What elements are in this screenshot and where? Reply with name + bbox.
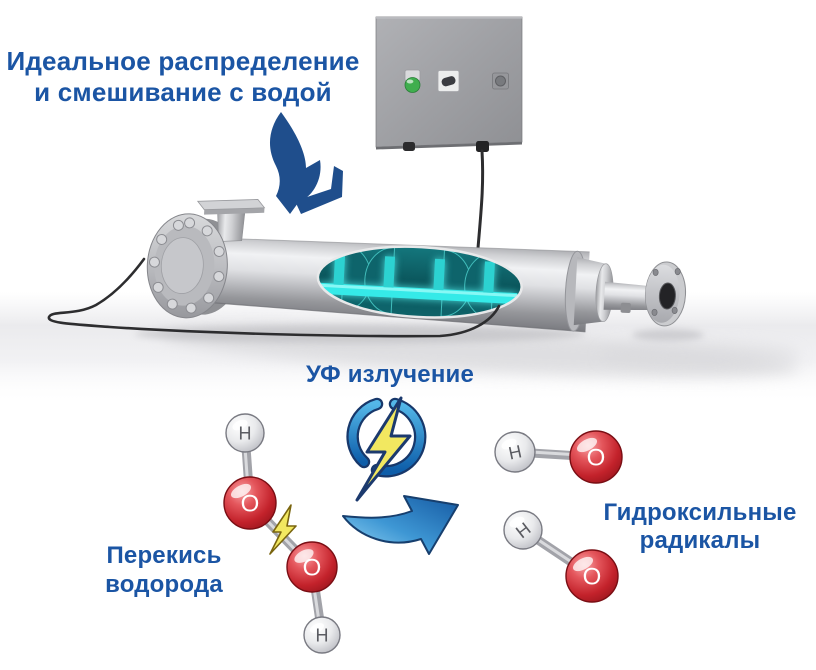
svg-text:H: H [507, 441, 524, 463]
power-cable-upper [476, 149, 485, 250]
power-button[interactable] [492, 72, 509, 90]
uv-flash-icon [346, 396, 427, 502]
hydrogen-atom: H [225, 413, 265, 453]
hydrogen-atom: H [494, 431, 536, 473]
selector-switch[interactable] [437, 70, 460, 92]
inlet-port [196, 199, 266, 242]
heading-label: Идеальное распределение и смешивание с в… [0, 46, 366, 108]
outlet-assembly [564, 250, 687, 332]
curved-down-arrow-icon [269, 112, 321, 214]
bond-break-flash-icon [269, 504, 297, 555]
floor-shadow [135, 325, 800, 379]
svg-text:H: H [316, 625, 329, 645]
mixing-arrow [269, 112, 343, 214]
svg-text:H: H [239, 423, 252, 443]
indicator-light[interactable] [404, 69, 421, 93]
hydroxyl-radical-2: H O [503, 510, 619, 603]
svg-text:O: O [583, 564, 602, 591]
h2o2-molecule: H O O H [223, 413, 341, 654]
flange-bolts [148, 217, 225, 314]
hydroxyl-radicals-label: Гидроксильные радикалы [588, 499, 812, 555]
inlet-flange [146, 213, 228, 319]
cable-gland [403, 142, 415, 151]
hydrogen-peroxide-line1: Перекись [106, 542, 222, 569]
lamp-cable [47, 257, 501, 338]
oxygen-atom: O [569, 430, 623, 484]
heading-line2: и смешивание с водой [34, 77, 332, 107]
oxygen-atom: O [286, 541, 338, 593]
hydrogen-atom: H [503, 510, 543, 550]
hydrogen-peroxide-line2: водорода [105, 571, 223, 598]
svg-text:O: O [241, 491, 260, 518]
oxygen-atom: O [223, 476, 277, 530]
uv-lamp-post [383, 256, 396, 288]
svg-text:O: O [587, 445, 606, 472]
uv-reactor-vessel [146, 199, 687, 333]
uv-lamp-post [333, 253, 346, 286]
hydrogen-peroxide-label: Перекись водорода [62, 541, 266, 599]
pipe-nub [620, 302, 631, 314]
hydrogen-atom: H [303, 616, 341, 654]
uv-radiation-label: УФ излучение [305, 361, 475, 388]
hydroxyl-radicals-line1: Гидроксильные [603, 499, 797, 526]
oxygen-atom: O [565, 549, 619, 603]
heading-line1: Идеальное распределение [6, 46, 360, 76]
reaction-arrow-icon [342, 495, 459, 555]
cutaway-window [316, 241, 524, 323]
outlet-pipe [603, 281, 650, 311]
uv-lamp-post [483, 261, 495, 293]
hydroxyl-radicals-line2: радикалы [639, 527, 761, 554]
svg-text:O: O [303, 555, 322, 582]
arrow-chevron-icon [295, 166, 343, 214]
uv-lamp-post [433, 258, 446, 291]
cable-gland [476, 141, 489, 152]
control-box [375, 16, 523, 152]
lightning-bolt-icon [355, 396, 412, 502]
hydroxyl-radical-1: H O [494, 430, 623, 484]
